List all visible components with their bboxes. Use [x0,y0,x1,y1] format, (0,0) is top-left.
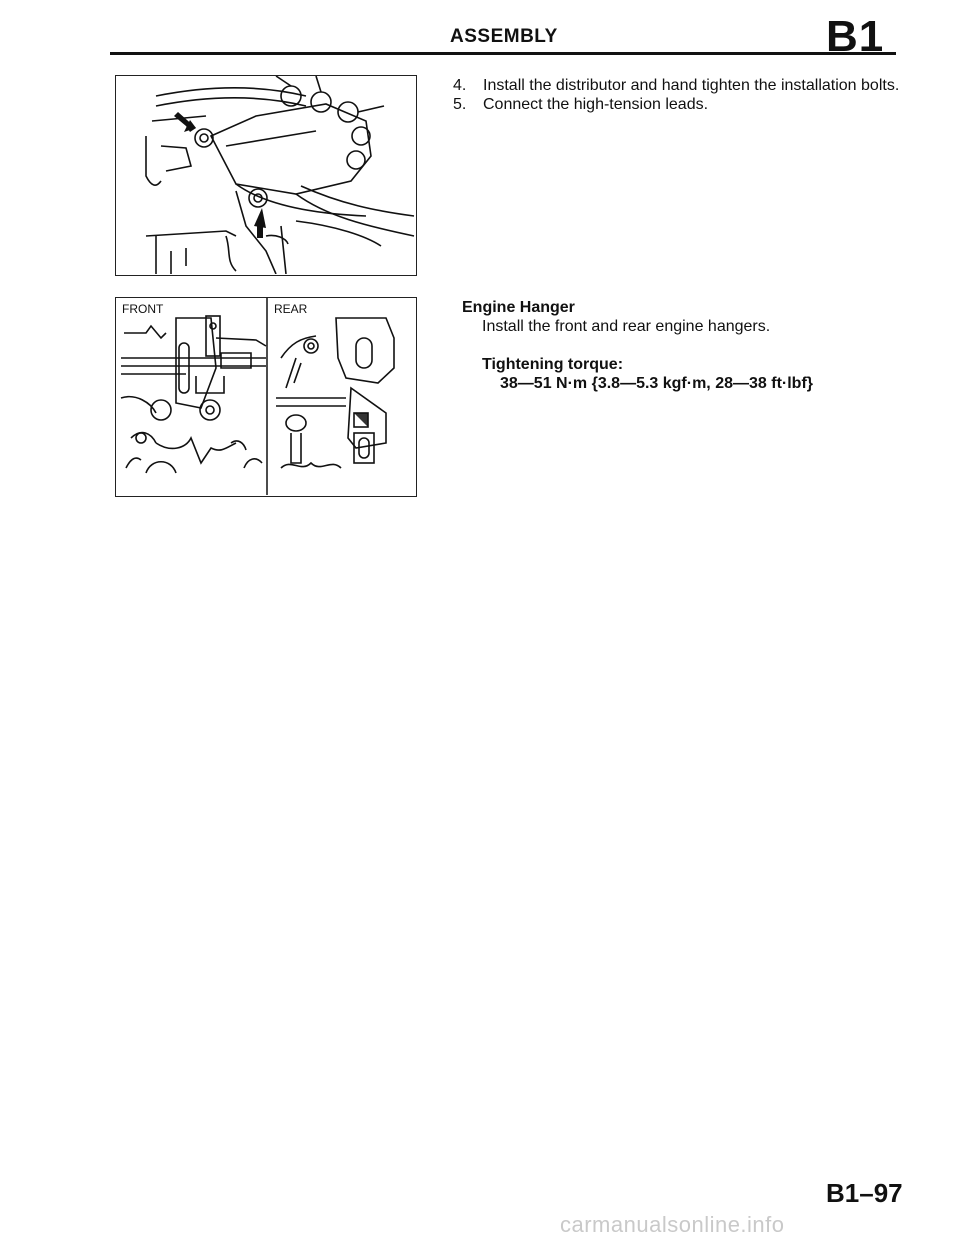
distributor-figure [115,75,417,276]
engine-hanger-figure: FRONT REAR [115,297,417,497]
rear-label: REAR [274,302,308,316]
distributor-illustration-icon [145,76,415,274]
engine-hanger-illustration-icon [120,298,395,495]
front-label: FRONT [122,302,164,316]
torque-value: 38—51 N·m {3.8—5.3 kgf·m, 28—38 ft·lbf} [500,375,813,392]
engine-hanger-section: Engine Hanger Install the front and rear… [462,298,902,393]
section-heading: Engine Hanger [462,299,575,316]
list-item: 5. Connect the high-tension leads. [453,95,903,114]
page-number: B1–97 [826,1178,903,1208]
step-number: 5. [453,96,467,113]
assembly-steps: 4. Install the distributor and hand tigh… [453,76,903,114]
step-text: Install the distributor and hand tighten… [483,77,900,94]
page-title: ASSEMBLY [450,26,558,47]
section-instruction: Install the front and rear engine hanger… [482,318,771,335]
step-text: Connect the high-tension leads. [483,96,709,113]
step-number: 4. [453,77,467,94]
header-divider [110,52,896,55]
torque-label: Tightening torque: [482,356,624,373]
list-item: 4. Install the distributor and hand tigh… [453,76,903,95]
watermark: carmanualsonline.info [560,1212,785,1237]
